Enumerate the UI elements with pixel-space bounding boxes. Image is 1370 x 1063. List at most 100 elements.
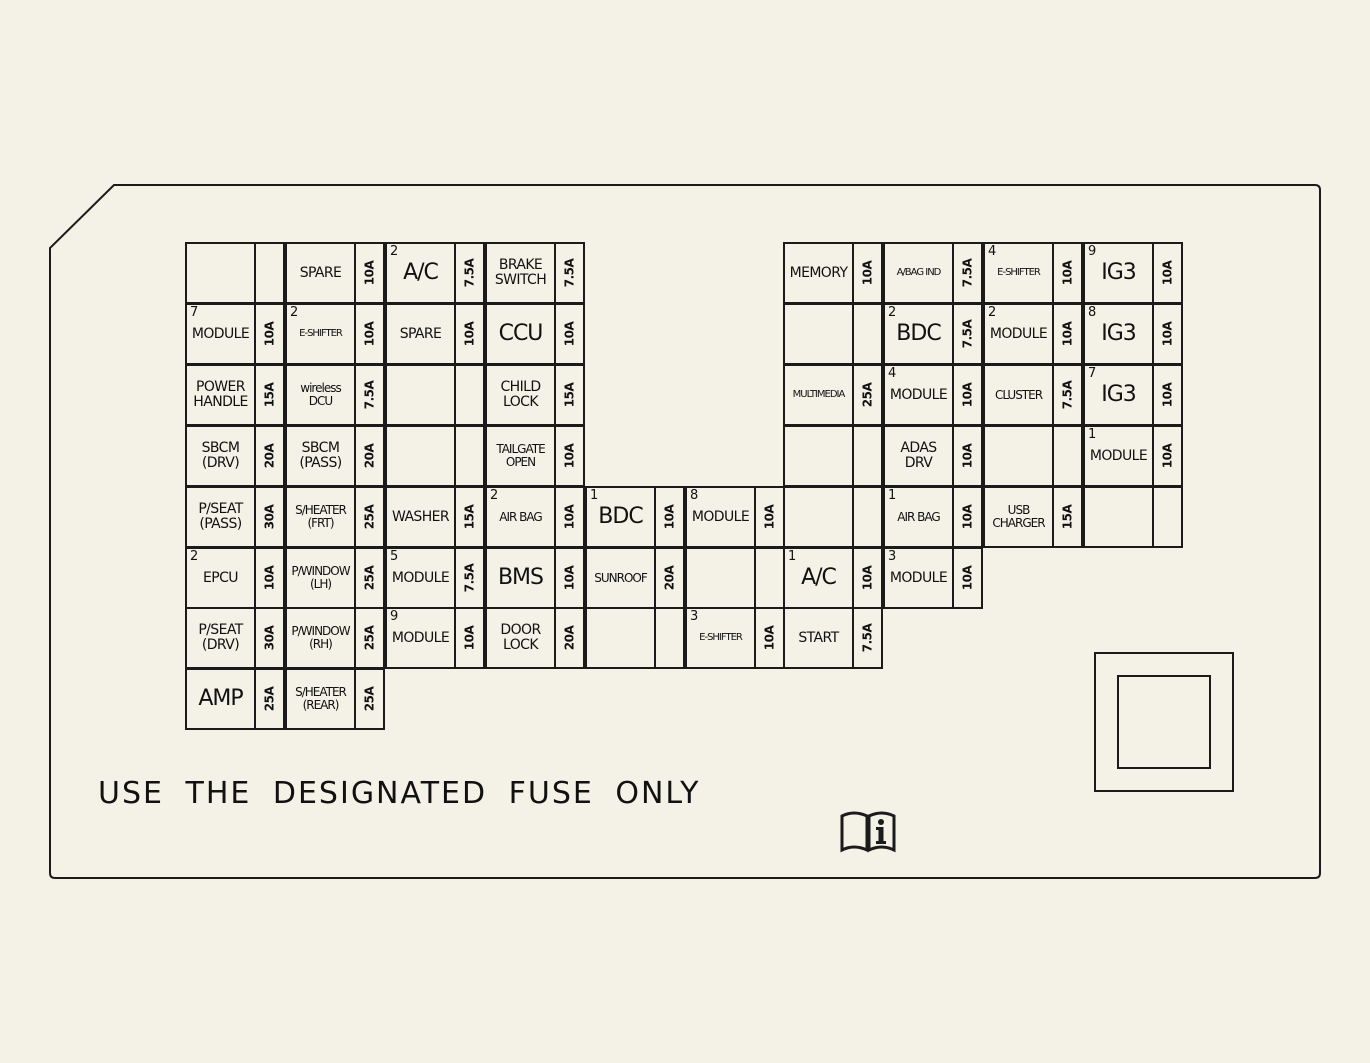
fuse-slot-f-r4-c5[interactable]: 10A bbox=[754, 486, 785, 548]
fuse-slot-f-r6-c1[interactable]: 25A bbox=[354, 607, 385, 669]
fuse-slot-f-r5-c7[interactable]: 10A bbox=[952, 547, 983, 609]
fuse-slot-f-r6-c4[interactable] bbox=[654, 607, 685, 669]
fuse-slot-f-r1-c8[interactable]: 10A bbox=[1052, 303, 1083, 365]
fuse-slot-f-r1-c7[interactable]: 7.5A bbox=[952, 303, 983, 365]
fuse-slot-f-r5-c5[interactable] bbox=[754, 547, 785, 609]
fuse-slot-f-r1-c2[interactable]: 10A bbox=[454, 303, 485, 365]
fuse-rating: 10A bbox=[462, 321, 477, 347]
fuse-name: AIR BAG bbox=[897, 509, 940, 524]
fuse-slot-f-r1-c6[interactable] bbox=[852, 303, 883, 365]
fuse-name: START bbox=[798, 629, 839, 646]
relay-socket-inner bbox=[1117, 675, 1211, 769]
fuse-slot-f-r2-c9[interactable]: 10A bbox=[1152, 364, 1183, 426]
fuse-label-f-r5-c5 bbox=[685, 547, 756, 609]
fuse-slot-f-r4-c1[interactable]: 25A bbox=[354, 486, 385, 548]
fuse-slot-f-r0-c3[interactable]: 7.5A bbox=[554, 242, 585, 304]
fuse-rating: 10A bbox=[562, 443, 577, 469]
fuse-rating: 20A bbox=[262, 443, 277, 469]
fuse-slot-f-r2-c3[interactable]: 15A bbox=[554, 364, 585, 426]
fuse-slot-f-r3-c1[interactable]: 20A bbox=[354, 425, 385, 487]
fuse-rating: 10A bbox=[562, 504, 577, 530]
fuse-slot-f-r0-c6[interactable]: 10A bbox=[852, 242, 883, 304]
fuse-rating: 15A bbox=[262, 382, 277, 408]
fuse-slot-f-r0-c1[interactable]: 10A bbox=[354, 242, 385, 304]
fuse-rating: 10A bbox=[362, 260, 377, 286]
fuse-slot-f-r3-c9[interactable]: 10A bbox=[1152, 425, 1183, 487]
fuse-name: AMP bbox=[198, 686, 243, 712]
fuse-slot-f-r3-c3[interactable]: 10A bbox=[554, 425, 585, 487]
fuse-label-f-r6-c1: P/WINDOW(RH) bbox=[285, 607, 356, 669]
fuse-slot-f-r6-c6[interactable]: 7.5A bbox=[852, 607, 883, 669]
fuse-number: 9 bbox=[390, 609, 399, 624]
fuse-label-f-r3-c0: SBCM(DRV) bbox=[185, 425, 256, 487]
fuse-slot-f-r4-c0[interactable]: 30A bbox=[254, 486, 285, 548]
fuse-slot-f-r3-c2[interactable] bbox=[454, 425, 485, 487]
fuse-slot-f-r3-c8[interactable] bbox=[1052, 425, 1083, 487]
fuse-name bbox=[785, 305, 852, 363]
fuse-slot-f-r3-c6[interactable] bbox=[852, 425, 883, 487]
fuse-slot-f-r4-c6[interactable] bbox=[852, 486, 883, 548]
fuse-slot-f-r1-c1[interactable]: 10A bbox=[354, 303, 385, 365]
fuse-slot-f-r3-c0[interactable]: 20A bbox=[254, 425, 285, 487]
fuse-slot-f-r7-c1[interactable]: 25A bbox=[354, 668, 385, 730]
fuse-number: 2 bbox=[490, 488, 499, 503]
fuse-slot-f-r0-c7[interactable]: 7.5A bbox=[952, 242, 983, 304]
fuse-slot-f-r0-c9[interactable]: 10A bbox=[1152, 242, 1183, 304]
fuse-slot-f-r4-c8[interactable]: 15A bbox=[1052, 486, 1083, 548]
fuse-slot-f-r4-c7[interactable]: 10A bbox=[952, 486, 983, 548]
fuse-slot-f-r6-c2[interactable]: 10A bbox=[454, 607, 485, 669]
fuse-name: MODULE bbox=[191, 325, 250, 342]
fuse-slot-f-r6-c0[interactable]: 30A bbox=[254, 607, 285, 669]
fuse-slot-f-r2-c1[interactable]: 7.5A bbox=[354, 364, 385, 426]
fuse-name: S/HEATER(REAR) bbox=[295, 685, 347, 712]
fuse-slot-f-r6-c5[interactable]: 10A bbox=[754, 607, 785, 669]
fuse-slot-f-r3-c7[interactable]: 10A bbox=[952, 425, 983, 487]
fuse-slot-f-r7-c0[interactable]: 25A bbox=[254, 668, 285, 730]
fuse-slot-f-r4-c9[interactable] bbox=[1152, 486, 1183, 548]
fuse-slot-f-r5-c6[interactable]: 10A bbox=[852, 547, 883, 609]
fuse-slot-f-r2-c8[interactable]: 7.5A bbox=[1052, 364, 1083, 426]
fuse-rating: 10A bbox=[960, 504, 975, 530]
fuse-name: E-SHIFTER bbox=[299, 327, 343, 339]
fuse-rating: 10A bbox=[762, 625, 777, 651]
fuse-slot-f-r5-c2[interactable]: 7.5A bbox=[454, 547, 485, 609]
fuse-slot-f-r0-c0[interactable] bbox=[254, 242, 285, 304]
fuse-slot-f-r4-c3[interactable]: 10A bbox=[554, 486, 585, 548]
fuse-name: A/C bbox=[403, 260, 439, 286]
fuse-name: MODULE bbox=[391, 569, 450, 586]
fuse-label-f-r5-c4: SUNROOF bbox=[585, 547, 656, 609]
fuse-label-f-r3-c1: SBCM(PASS) bbox=[285, 425, 356, 487]
fuse-slot-f-r5-c4[interactable]: 20A bbox=[654, 547, 685, 609]
fuse-slot-f-r5-c3[interactable]: 10A bbox=[554, 547, 585, 609]
fuse-slot-f-r2-c0[interactable]: 15A bbox=[254, 364, 285, 426]
fuse-rating: 7.5A bbox=[362, 380, 377, 410]
fuse-slot-f-r5-c0[interactable]: 10A bbox=[254, 547, 285, 609]
fuse-name bbox=[587, 609, 654, 667]
fuse-name bbox=[1085, 488, 1152, 546]
relay-socket[interactable] bbox=[1094, 652, 1234, 792]
fuse-slot-f-r1-c0[interactable]: 10A bbox=[254, 303, 285, 365]
fuse-number: 1 bbox=[788, 549, 797, 564]
fuse-slot-f-r1-c3[interactable]: 10A bbox=[554, 303, 585, 365]
fuse-slot-f-r4-c4[interactable]: 10A bbox=[654, 486, 685, 548]
fuse-label-f-r1-c6 bbox=[783, 303, 854, 365]
fuse-slot-f-r0-c8[interactable]: 10A bbox=[1052, 242, 1083, 304]
fuse-number: 3 bbox=[690, 609, 699, 624]
fuse-slot-f-r5-c1[interactable]: 25A bbox=[354, 547, 385, 609]
fuse-slot-f-r2-c6[interactable]: 25A bbox=[852, 364, 883, 426]
fuse-slot-f-r1-c9[interactable]: 10A bbox=[1152, 303, 1183, 365]
fuse-name: MODULE bbox=[889, 386, 948, 403]
fuse-slot-f-r4-c2[interactable]: 15A bbox=[454, 486, 485, 548]
fuse-slot-f-r2-c2[interactable] bbox=[454, 364, 485, 426]
fuse-slot-f-r2-c7[interactable]: 10A bbox=[952, 364, 983, 426]
fuse-slot-f-r6-c3[interactable]: 20A bbox=[554, 607, 585, 669]
fuse-slot-f-r0-c2[interactable]: 7.5A bbox=[454, 242, 485, 304]
